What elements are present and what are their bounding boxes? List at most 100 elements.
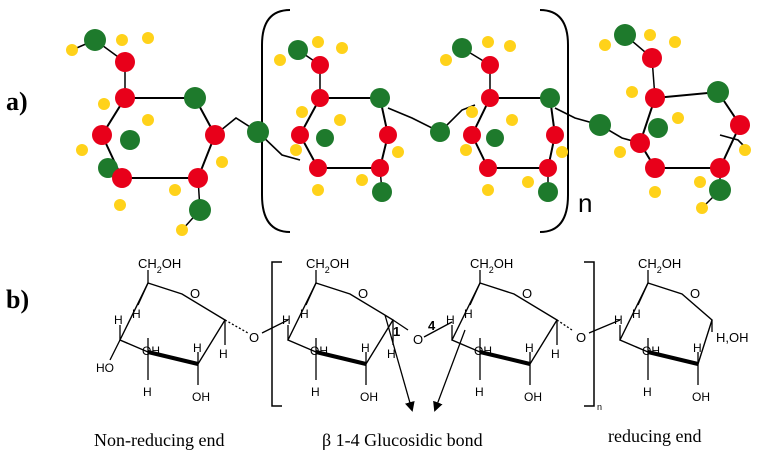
carbon-atom bbox=[309, 159, 327, 177]
atom-label: OH bbox=[474, 344, 492, 358]
hydrogen-atom bbox=[142, 114, 154, 126]
carbon-atom bbox=[481, 89, 499, 107]
hydrogen-atom bbox=[98, 98, 110, 110]
caption-reducing-end: reducing end bbox=[608, 426, 701, 446]
atom-label: H bbox=[632, 307, 641, 321]
oxygen-atom bbox=[316, 129, 334, 147]
bridge-oxygen-atom bbox=[589, 114, 611, 136]
atom-label: OH bbox=[142, 344, 160, 358]
carbon-atom bbox=[311, 56, 329, 74]
oxygen-atom bbox=[120, 130, 140, 150]
carbon-atom bbox=[379, 126, 397, 144]
glucose-ball-model bbox=[274, 36, 450, 202]
carbon-atom bbox=[539, 159, 557, 177]
atom-label: H bbox=[643, 385, 652, 399]
glycosidic-oxygen-label: O bbox=[249, 330, 259, 345]
hydrogen-atom bbox=[556, 146, 568, 158]
carbon-atom bbox=[188, 168, 208, 188]
panel-a-bracket-left bbox=[261, 9, 291, 233]
atom-label: H bbox=[387, 347, 396, 361]
caption-non-reducing-end: Non-reducing end bbox=[94, 430, 224, 450]
glucose-haworth-ring: CH2OH O H H OH H H OH H bbox=[446, 256, 573, 404]
carbon-atom bbox=[291, 126, 309, 144]
hydrogen-atom bbox=[312, 36, 324, 48]
oxygen-atom bbox=[372, 182, 392, 202]
hydrogen-atom bbox=[116, 34, 128, 46]
bond-number-1: 1 bbox=[393, 324, 400, 339]
atom-label: CH2OH bbox=[638, 256, 681, 275]
hydrogen-atom bbox=[739, 144, 751, 156]
atom-label: CH2OH bbox=[470, 256, 513, 275]
ring-oxygen-label: O bbox=[690, 286, 700, 301]
carbon-atom bbox=[481, 56, 499, 74]
atom-label: H bbox=[300, 307, 309, 321]
panel-a-repeat-label: n bbox=[578, 188, 592, 218]
caption-glucosidic-bond: β 1-4 Glucosidic bond bbox=[322, 430, 483, 450]
hydrogen-atom bbox=[599, 39, 611, 51]
atom-label: H bbox=[525, 341, 534, 355]
atom-label: H bbox=[114, 313, 123, 327]
carbon-atom bbox=[311, 89, 329, 107]
glycosidic-oxygen-label: O bbox=[576, 330, 586, 345]
hydrogen-atom bbox=[644, 29, 656, 41]
hydrogen-atom bbox=[466, 106, 478, 118]
oxygen-atom bbox=[288, 40, 308, 60]
atom-label: H bbox=[361, 341, 370, 355]
hydrogen-atom bbox=[482, 184, 494, 196]
oxygen-atom bbox=[709, 179, 731, 201]
carbon-atom bbox=[645, 88, 665, 108]
carbon-atom bbox=[730, 115, 750, 135]
atom-label: HO bbox=[96, 361, 114, 375]
hydrogen-atom bbox=[296, 106, 308, 118]
atom-label: H,OH bbox=[716, 330, 749, 345]
glycosidic-oxygen-label: O bbox=[413, 332, 423, 347]
oxygen-atom bbox=[189, 199, 211, 221]
atom-label: OH bbox=[310, 344, 328, 358]
atom-label: H bbox=[614, 313, 623, 327]
hydrogen-atom bbox=[142, 32, 154, 44]
carbon-atom bbox=[645, 158, 665, 178]
hydrogen-atom bbox=[626, 86, 638, 98]
hydrogen-atom bbox=[504, 40, 516, 52]
oxygen-atom bbox=[370, 88, 390, 108]
oxygen-atom bbox=[84, 29, 106, 51]
carbon-atom bbox=[546, 126, 564, 144]
carbon-atom bbox=[115, 52, 135, 72]
carbon-atom bbox=[92, 125, 112, 145]
carbon-atom bbox=[371, 159, 389, 177]
atom-label: H bbox=[132, 307, 141, 321]
panel-b-repeat-label: n bbox=[597, 402, 602, 412]
glucose-ball-model bbox=[599, 24, 751, 214]
carbon-atom bbox=[115, 88, 135, 108]
atom-label: H bbox=[282, 313, 291, 327]
ring-oxygen-label: O bbox=[358, 286, 368, 301]
oxygen-atom bbox=[540, 88, 560, 108]
atom-label: H bbox=[475, 385, 484, 399]
glucose-haworth-ring: CH2OH O H H OH H H OH H bbox=[282, 256, 409, 404]
panel-b: b) n CH2OH O H H HO OH H H OH bbox=[6, 256, 749, 450]
bridge-oxygen-atom bbox=[247, 121, 269, 143]
carbon-atom bbox=[710, 158, 730, 178]
glycosidic-bond-arrow bbox=[384, 314, 415, 412]
atom-label: H bbox=[219, 347, 228, 361]
glucose-ball-model bbox=[440, 36, 611, 202]
hydrogen-atom bbox=[506, 114, 518, 126]
atom-label: H bbox=[311, 385, 320, 399]
carbon-atom bbox=[642, 48, 662, 68]
bridge-oxygen-atom bbox=[430, 122, 450, 142]
hydrogen-atom bbox=[76, 144, 88, 156]
hydrogen-atom bbox=[482, 36, 494, 48]
atom-label: OH bbox=[642, 344, 660, 358]
hydrogen-atom bbox=[614, 146, 626, 158]
ring-oxygen-label: O bbox=[190, 286, 200, 301]
hydrogen-atom bbox=[274, 54, 286, 66]
atom-label: CH2OH bbox=[306, 256, 349, 275]
atom-label: OH bbox=[524, 390, 542, 404]
atom-label: H bbox=[551, 347, 560, 361]
panel-a-bracket-right bbox=[539, 9, 569, 233]
oxygen-atom bbox=[486, 129, 504, 147]
atom-label: H bbox=[464, 307, 473, 321]
panel-b-label: b) bbox=[6, 285, 29, 314]
